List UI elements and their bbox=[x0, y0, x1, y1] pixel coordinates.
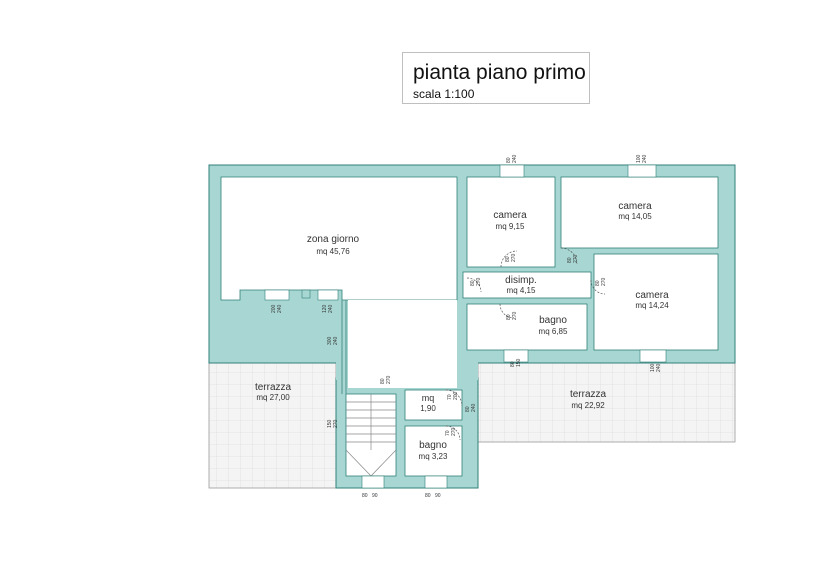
svg-text:200: 200 bbox=[453, 391, 459, 400]
svg-text:120: 120 bbox=[322, 304, 328, 313]
label-ripostiglio: mq bbox=[422, 393, 435, 403]
dim-window-bottom-b: 80 90 bbox=[425, 493, 441, 499]
svg-text:80: 80 bbox=[470, 280, 476, 286]
room-zona-giorno bbox=[220, 176, 458, 301]
svg-text:270: 270 bbox=[573, 254, 579, 263]
terrace-railing bbox=[341, 300, 347, 394]
area-zona-giorno: mq 45,76 bbox=[316, 247, 350, 256]
svg-text:70: 70 bbox=[447, 394, 453, 400]
svg-text:240: 240 bbox=[333, 336, 339, 345]
svg-text:80: 80 bbox=[505, 256, 511, 262]
svg-text:70: 70 bbox=[445, 430, 451, 436]
svg-text:80: 80 bbox=[362, 493, 368, 499]
windows bbox=[264, 164, 667, 489]
svg-text:100: 100 bbox=[636, 154, 642, 163]
area-terrazza-1: mq 27,00 bbox=[256, 393, 290, 402]
svg-text:240: 240 bbox=[512, 154, 518, 163]
room-disimpegno bbox=[462, 271, 592, 299]
stair-steps bbox=[345, 394, 397, 477]
label-bagno-1: bagno bbox=[539, 315, 567, 326]
dim-window-bottom-a: 80 90 bbox=[362, 493, 378, 499]
svg-text:240: 240 bbox=[642, 154, 648, 163]
svg-text:150: 150 bbox=[327, 419, 333, 428]
svg-text:270: 270 bbox=[451, 427, 457, 436]
room-ripostiglio bbox=[404, 389, 463, 421]
svg-text:300: 300 bbox=[327, 336, 333, 345]
door-swings bbox=[445, 247, 606, 441]
area-ripostiglio: 1,90 bbox=[420, 404, 436, 413]
room-bagno-2 bbox=[404, 425, 463, 477]
title-box: pianta piano primo scala 1:100 bbox=[402, 52, 590, 104]
svg-text:270: 270 bbox=[601, 277, 607, 286]
svg-text:90: 90 bbox=[372, 493, 378, 499]
svg-text:150: 150 bbox=[516, 358, 522, 367]
svg-text:270: 270 bbox=[512, 311, 518, 320]
svg-text:270: 270 bbox=[333, 419, 339, 428]
area-bagno-2: mq 3,23 bbox=[419, 452, 448, 461]
svg-text:80: 80 bbox=[510, 361, 516, 367]
label-zona-giorno: zona giorno bbox=[307, 234, 360, 245]
svg-text:270: 270 bbox=[511, 253, 517, 262]
svg-text:80: 80 bbox=[595, 280, 601, 286]
svg-text:80: 80 bbox=[506, 314, 512, 320]
label-camera-2: camera bbox=[618, 201, 652, 212]
label-disimpegno: disimp. bbox=[505, 275, 537, 286]
svg-text:240: 240 bbox=[328, 304, 334, 313]
area-disimpegno: mq 4,15 bbox=[507, 286, 536, 295]
area-camera-1: mq 9,15 bbox=[496, 222, 525, 231]
svg-text:270: 270 bbox=[476, 277, 482, 286]
svg-text:80: 80 bbox=[425, 493, 431, 499]
room-stair-hall bbox=[348, 300, 457, 388]
svg-text:80: 80 bbox=[380, 378, 386, 384]
label-camera-1: camera bbox=[493, 210, 527, 221]
room-camera-2 bbox=[560, 176, 719, 249]
label-camera-3: camera bbox=[635, 290, 669, 301]
room-bagno-1 bbox=[466, 303, 588, 351]
label-terrazza-2: terrazza bbox=[570, 389, 607, 400]
svg-text:240: 240 bbox=[656, 363, 662, 372]
plan-scale: scala 1:100 bbox=[413, 87, 475, 101]
room-camera-3 bbox=[593, 253, 719, 351]
area-terrazza-2: mq 22,92 bbox=[571, 401, 605, 410]
label-bagno-2: bagno bbox=[419, 440, 447, 451]
svg-text:200: 200 bbox=[271, 304, 277, 313]
area-bagno-1: mq 6,85 bbox=[539, 327, 568, 336]
svg-text:80: 80 bbox=[567, 257, 573, 263]
plan-title: pianta piano primo bbox=[413, 61, 586, 84]
svg-text:100: 100 bbox=[650, 363, 656, 372]
terrace-right-area bbox=[477, 361, 736, 443]
svg-text:240: 240 bbox=[471, 403, 477, 412]
svg-text:90: 90 bbox=[435, 493, 441, 499]
svg-text:80: 80 bbox=[506, 157, 512, 163]
area-camera-3: mq 14,24 bbox=[635, 301, 669, 310]
svg-text:270: 270 bbox=[386, 375, 392, 384]
svg-text:80: 80 bbox=[465, 406, 471, 412]
svg-text:240: 240 bbox=[277, 304, 283, 313]
label-terrazza-1: terrazza bbox=[255, 382, 292, 393]
area-camera-2: mq 14,05 bbox=[618, 212, 652, 221]
